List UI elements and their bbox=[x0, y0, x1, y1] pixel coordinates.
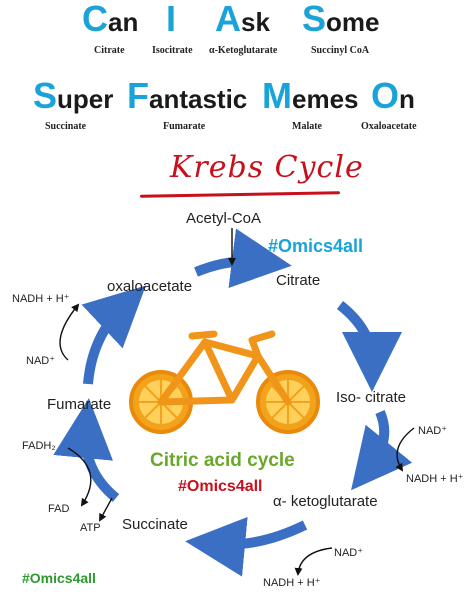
label-oxaloacetate: oxaloacetate bbox=[107, 278, 193, 295]
label-fad: FAD bbox=[48, 503, 70, 515]
arrow-atp bbox=[99, 497, 113, 522]
mnemonic-word-can: Can bbox=[82, 0, 139, 39]
watermark-omics4all-top: #Omics4all bbox=[268, 236, 364, 256]
label-acetyl-coa: Acetyl-CoA bbox=[186, 210, 262, 227]
label-citrate: Citrate bbox=[276, 272, 321, 289]
arrow-citrate-to-isocitrate bbox=[336, 301, 402, 392]
mnemonic-metabolite-succinate: Succinate bbox=[45, 121, 87, 132]
label-nad-3: NAD⁺ bbox=[334, 547, 364, 559]
arrow-fumarate-to-oxaloacetate bbox=[81, 285, 146, 385]
arrow-nad-to-nadh-3 bbox=[294, 547, 333, 576]
label-nadh-h-3: NADH + H⁺ bbox=[263, 577, 321, 589]
watermark-omics4all-bottom: #Omics4all bbox=[22, 570, 96, 586]
cofactor-arrows bbox=[59, 228, 415, 576]
mnemonic-metabolite-citrate: Citrate bbox=[94, 45, 125, 56]
arrow-nad-to-nadh-2 bbox=[395, 427, 415, 472]
label-fumarate: Fumarate bbox=[47, 396, 112, 413]
arrow-ketoglutarate-to-succinate bbox=[185, 516, 308, 577]
label-isocitrate: Iso- citrate bbox=[336, 389, 407, 406]
bicycle-orange-illustration bbox=[129, 330, 320, 434]
mnemonic-word-fantastic: Fantastic bbox=[127, 75, 248, 116]
mnemonic-word-memes: Memes bbox=[262, 75, 359, 116]
label-atp: ATP bbox=[80, 522, 101, 534]
diagram-title: Krebs Cycle bbox=[170, 150, 364, 185]
label-nad-2: NAD⁺ bbox=[418, 425, 448, 437]
label-nad-1: NAD⁺ bbox=[26, 355, 56, 367]
mnemonic-word-on: On bbox=[371, 75, 415, 116]
label-alpha-ketoglutarate: α- ketoglutarate bbox=[273, 493, 378, 510]
mnemonic-word-i: I bbox=[166, 0, 177, 39]
mnemonic-metabolite-isocitrate: Isocitrate bbox=[152, 45, 193, 56]
arrow-nad-to-nadh-1 bbox=[59, 303, 80, 361]
arrow-isocitrate-to-ketoglutarate bbox=[351, 410, 413, 491]
label-nadh-h-1: NADH + H⁺ bbox=[12, 293, 70, 305]
mnemonic-metabolite-fumarate: Fumarate bbox=[163, 121, 206, 132]
mnemonic-metabolite-alpha-ketoglutarate: α-Ketoglutarate bbox=[209, 45, 278, 56]
label-fadh2: FADH₂ bbox=[22, 440, 56, 452]
mnemonic-word-super: Super bbox=[33, 75, 114, 116]
mnemonic-metabolite-malate: Malate bbox=[292, 121, 322, 132]
mnemonic-metabolite-oxaloacetate: Oxaloacetate bbox=[361, 121, 417, 132]
center-label-citric-acid-cycle: Citric acid cycle bbox=[150, 450, 295, 471]
arrow-fadh2-to-fad bbox=[67, 447, 92, 507]
watermark-omics4all-center: #Omics4all bbox=[178, 478, 263, 495]
mnemonic-word-ask: Ask bbox=[215, 0, 270, 39]
mnemonic-metabolite-succinyl-coa: Succinyl CoA bbox=[311, 45, 370, 56]
arrow-succinate-to-fumarate bbox=[53, 398, 120, 502]
mnemonic-word-some: Some bbox=[302, 0, 380, 39]
label-nadh-h-2: NADH + H⁺ bbox=[406, 473, 464, 485]
label-succinate: Succinate bbox=[122, 516, 188, 533]
arrow-oxaloacetate-to-citrate bbox=[194, 228, 292, 289]
